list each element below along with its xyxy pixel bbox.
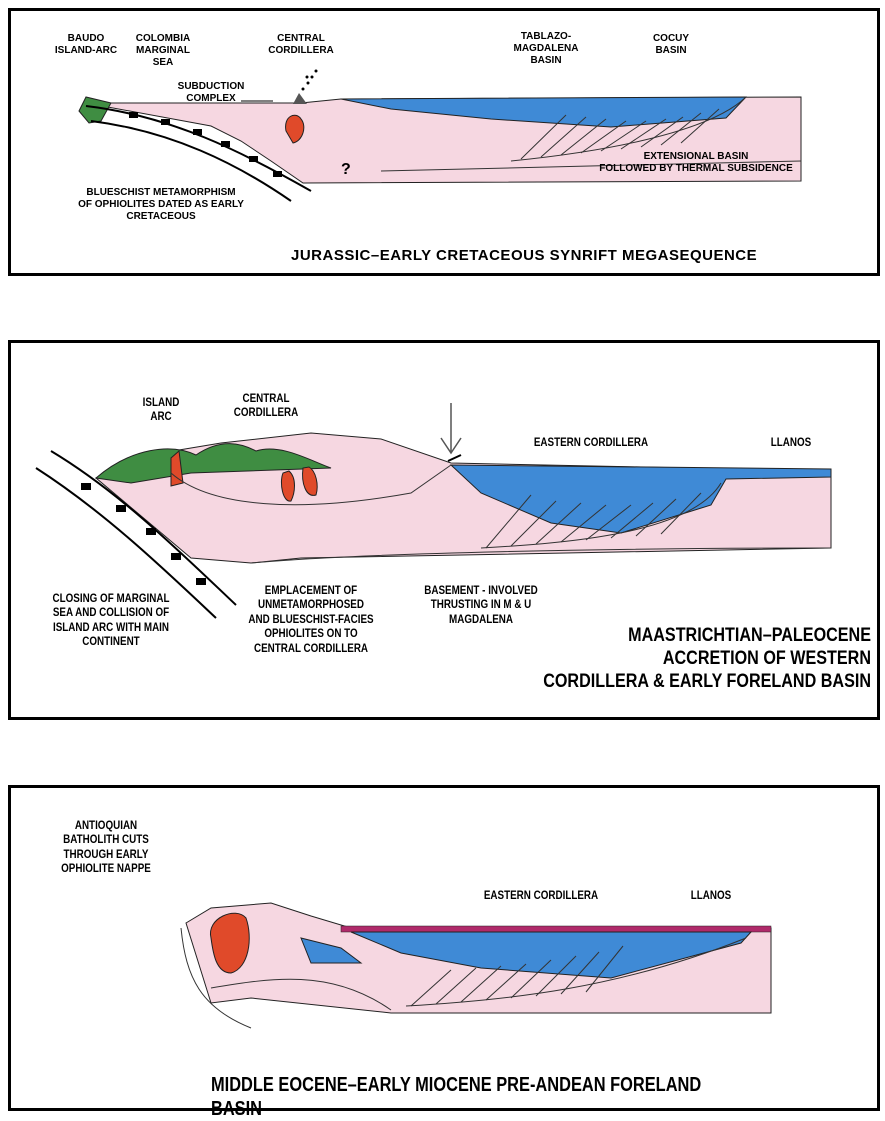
label-island-arc: ISLAND ARC	[132, 395, 189, 424]
panel3-title: MIDDLE EOCENE–EARLY MIOCENE PRE-ANDEAN F…	[211, 1073, 752, 1121]
label-blueschist: BLUESCHIST METAMORPHISM OF OPHIOLITES DA…	[41, 187, 281, 223]
question-mark: ?	[341, 161, 351, 179]
label-tablazo-basin: TABLAZO- MAGDALENA BASIN	[501, 31, 591, 67]
label-eastern-cordillera: EASTERN CORDILLERA	[467, 888, 615, 902]
label-llanos: LLANOS	[678, 888, 744, 902]
panel-synrift: BAUDO ISLAND-ARC COLOMBIA MARGINAL SEA C…	[8, 8, 880, 276]
label-antioquian-batholith: ANTIOQUIAN BATHOLITH CUTS THROUGH EARLY …	[45, 818, 168, 876]
panel-accretion: ISLAND ARC CENTRAL CORDILLERA EASTERN CO…	[8, 340, 880, 720]
label-baudo: BAUDO ISLAND-ARC	[41, 33, 131, 57]
label-colombia-sea: COLOMBIA MARGINAL SEA	[123, 33, 203, 69]
label-llanos: LLANOS	[758, 435, 824, 449]
label-central-cordillera: CENTRAL CORDILLERA	[261, 33, 341, 57]
panel1-title: JURASSIC–EARLY CRETACEOUS SYNRIFT MEGASE…	[291, 247, 871, 265]
label-emplacement: EMPLACEMENT OF UNMETAMORPHOSED AND BLUES…	[233, 583, 389, 655]
panel2-title: MAASTRICHTIAN–PALEOCENE ACCRETION OF WES…	[463, 625, 871, 693]
label-subduction-complex: SUBDUCTION COMPLEX	[161, 81, 261, 105]
panel-foreland: ANTIOQUIAN BATHOLITH CUTS THROUGH EARLY …	[8, 785, 880, 1111]
label-extensional-basin: EXTENSIONAL BASIN FOLLOWED BY THERMAL SU…	[581, 151, 811, 175]
label-cocuy-basin: COCUY BASIN	[641, 33, 701, 57]
label-closing-sea: CLOSING OF MARGINAL SEA AND COLLISION OF…	[33, 591, 189, 649]
label-basement-thrusting: BASEMENT - INVOLVED THRUSTING IN M & U M…	[407, 583, 555, 626]
label-central-cordillera: CENTRAL CORDILLERA	[221, 391, 311, 420]
label-eastern-cordillera: EASTERN CORDILLERA	[517, 435, 665, 449]
